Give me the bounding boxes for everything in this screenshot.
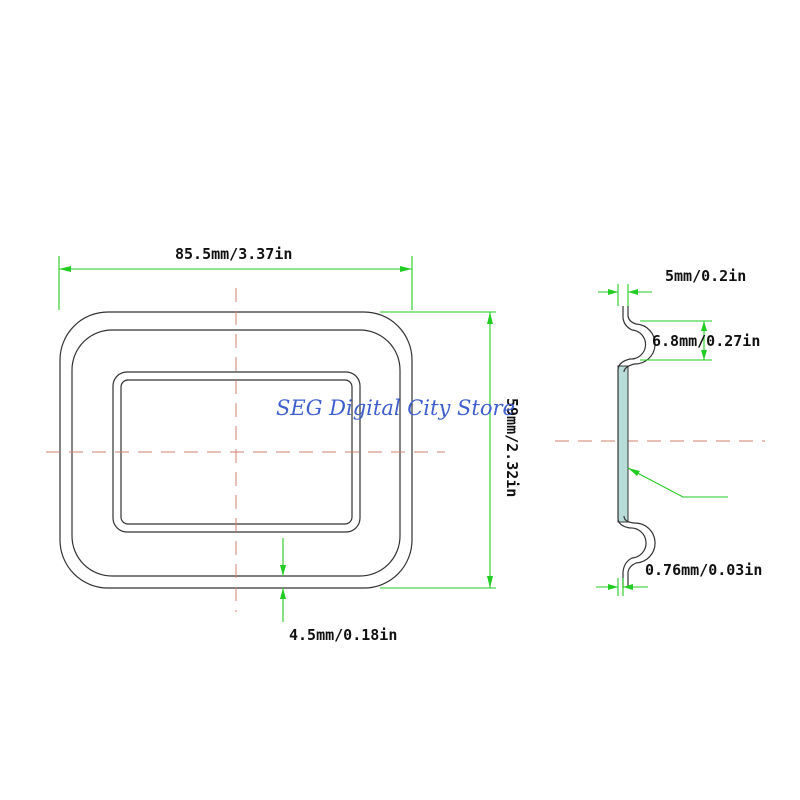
plate-leader-line [627, 467, 728, 498]
corrugation-dimension: 6.8mm/0.27in [640, 320, 760, 361]
side-view [617, 306, 656, 588]
center-lines [46, 288, 765, 612]
side-plate [617, 365, 629, 523]
side-profile [617, 306, 647, 588]
offset-dimension: 4.5mm/0.18in [280, 538, 397, 644]
height-dimension: 59mm/2.32in [380, 311, 521, 589]
width-dimension: 85.5mm/3.37in [58, 245, 413, 310]
flange-dimension: 5mm/0.2in [598, 267, 746, 306]
thickness-label: 0.76mm/0.03in [645, 561, 762, 579]
watermark: SEG Digital City Store [276, 396, 515, 420]
width-label: 85.5mm/3.37in [175, 245, 292, 263]
height-label: 59mm/2.32in [503, 398, 521, 497]
offset-label: 4.5mm/0.18in [289, 626, 397, 644]
corrugation-label: 6.8mm/0.27in [652, 332, 760, 350]
thickness-dimension: 0.76mm/0.03in [596, 561, 762, 596]
flange-label: 5mm/0.2in [665, 267, 746, 285]
